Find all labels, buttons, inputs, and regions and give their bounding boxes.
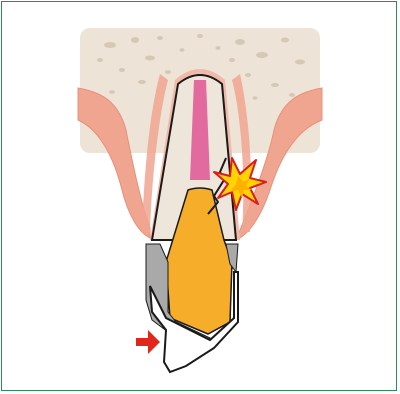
force-arrow-icon: [136, 330, 160, 354]
